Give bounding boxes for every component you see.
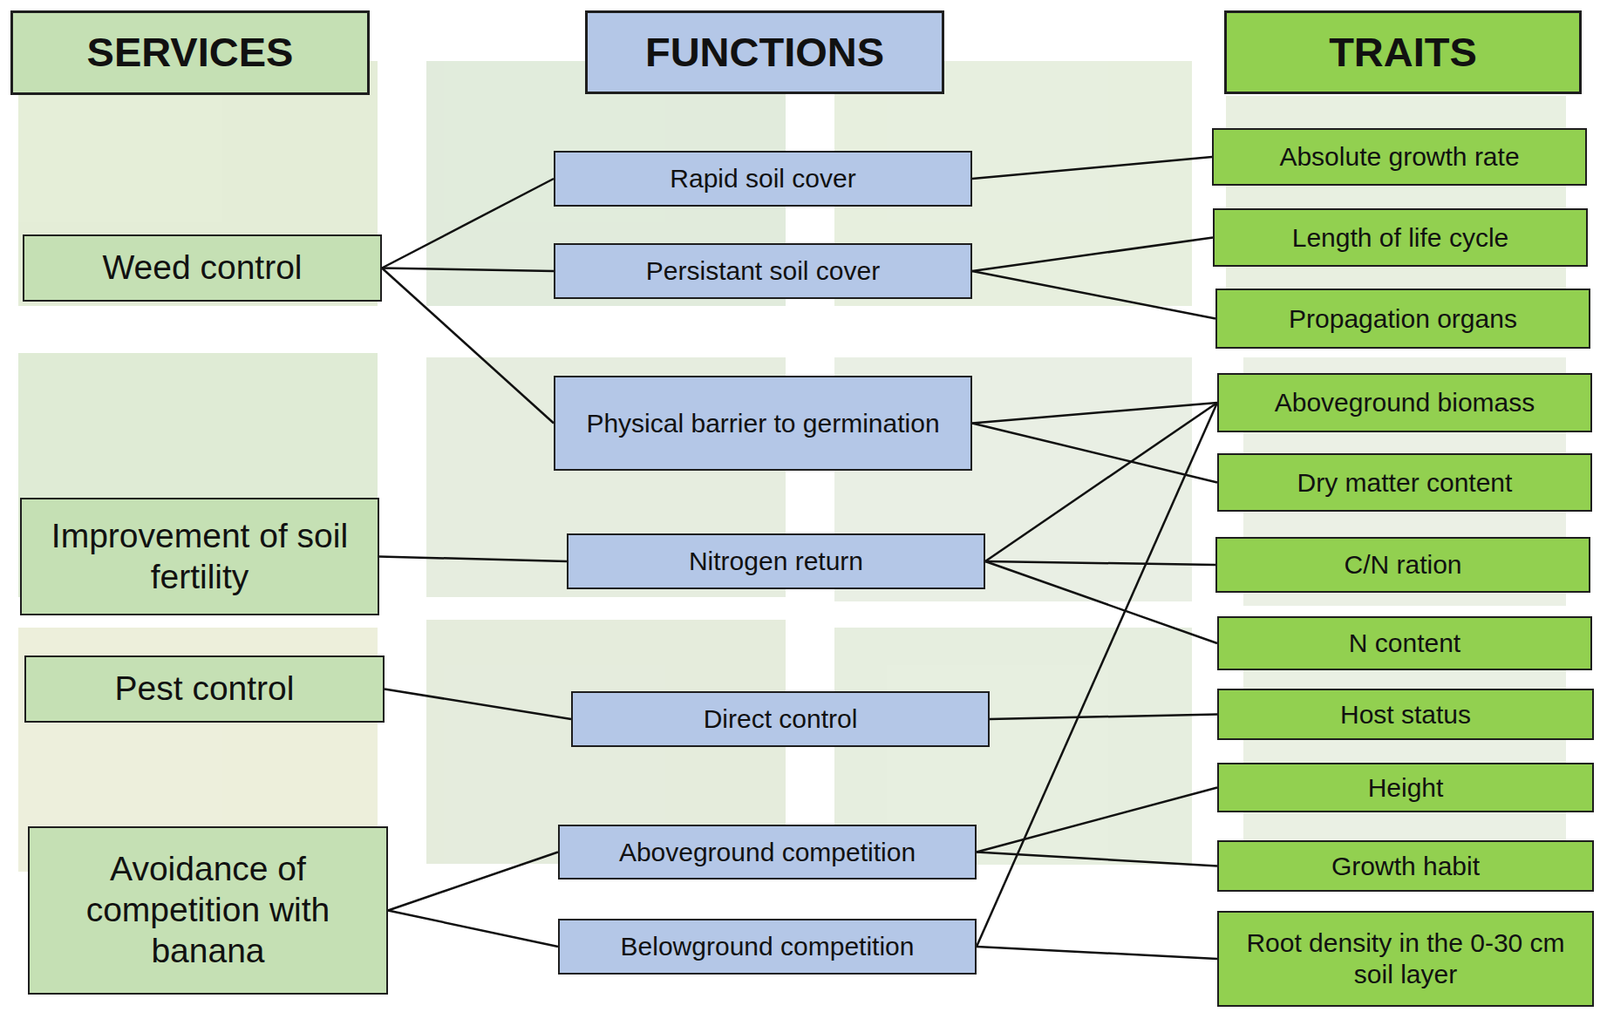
node-label: Host status bbox=[1340, 699, 1471, 731]
connector-line bbox=[976, 402, 1218, 947]
trait-box: Height bbox=[1217, 762, 1594, 813]
node-label: FUNCTIONS bbox=[645, 27, 885, 77]
connector-line bbox=[381, 268, 554, 273]
service-box: Avoidance of competition with banana bbox=[27, 826, 389, 995]
node-label: N content bbox=[1348, 627, 1461, 660]
connector-line bbox=[976, 946, 1218, 960]
service-box: Pest control bbox=[24, 655, 385, 723]
function-box: Belowground competition bbox=[558, 919, 977, 975]
node-label: Improvement of soil fertility bbox=[34, 516, 366, 599]
node-label: Weed control bbox=[102, 247, 302, 289]
connector-line bbox=[388, 911, 559, 948]
node-label: Physical barrier to germination bbox=[585, 408, 940, 440]
function-box: Direct control bbox=[571, 691, 990, 748]
node-label: Aboveground biomass bbox=[1274, 387, 1536, 419]
connector-line bbox=[381, 178, 554, 269]
function-box: Nitrogen return bbox=[566, 533, 986, 590]
connector-line bbox=[989, 714, 1218, 721]
node-label: Avoidance of competition with banana bbox=[41, 849, 375, 972]
trait-box: Root density in the 0-30 cm soil layer bbox=[1217, 911, 1594, 1008]
node-label: Rapid soil cover bbox=[669, 163, 856, 195]
connector-line bbox=[976, 788, 1218, 853]
node-label: C/N ration bbox=[1343, 549, 1462, 581]
function-box: Rapid soil cover bbox=[553, 150, 973, 207]
connector-line bbox=[972, 238, 1213, 273]
function-box: Persistant soil cover bbox=[553, 243, 973, 300]
trait-box: Host status bbox=[1217, 688, 1594, 741]
connector-line bbox=[985, 561, 1218, 644]
trait-box: Length of life cycle bbox=[1212, 208, 1588, 267]
node-label: Persistant soil cover bbox=[646, 255, 880, 287]
connector-line bbox=[388, 852, 559, 912]
connector-line bbox=[381, 268, 554, 424]
trait-box: Aboveground biomass bbox=[1217, 373, 1593, 433]
connector-line bbox=[972, 156, 1212, 179]
trait-box: N content bbox=[1217, 616, 1593, 671]
column-header: FUNCTIONS bbox=[585, 10, 945, 95]
node-label: Pest control bbox=[115, 668, 295, 710]
connector-line bbox=[384, 689, 572, 721]
node-label: Nitrogen return bbox=[688, 545, 864, 578]
trait-box: C/N ration bbox=[1215, 537, 1591, 593]
column-header: SERVICES bbox=[10, 10, 370, 96]
node-label: Growth habit bbox=[1331, 851, 1480, 883]
node-label: Absolute growth rate bbox=[1279, 141, 1519, 173]
node-label: Height bbox=[1368, 772, 1444, 804]
function-box: Physical barrier to germination bbox=[553, 375, 973, 471]
node-label: TRAITS bbox=[1328, 27, 1478, 77]
column-header: TRAITS bbox=[1224, 10, 1582, 95]
trait-box: Dry matter content bbox=[1217, 453, 1593, 512]
connector-line bbox=[972, 271, 1216, 320]
service-box: Weed control bbox=[22, 234, 382, 302]
service-box: Improvement of soil fertility bbox=[20, 497, 380, 616]
node-label: Belowground competition bbox=[620, 931, 915, 963]
node-label: Propagation organs bbox=[1288, 303, 1518, 335]
trait-box: Absolute growth rate bbox=[1211, 128, 1587, 186]
trait-box: Growth habit bbox=[1217, 840, 1594, 892]
connector-line bbox=[379, 557, 567, 563]
node-label: Aboveground competition bbox=[619, 837, 916, 869]
node-label: Dry matter content bbox=[1297, 467, 1513, 499]
node-label: Length of life cycle bbox=[1292, 222, 1509, 254]
node-label: Root density in the 0-30 cm soil layer bbox=[1231, 927, 1580, 991]
connector-line bbox=[972, 402, 1218, 424]
node-label: SERVICES bbox=[87, 27, 294, 77]
trait-box: Propagation organs bbox=[1215, 288, 1591, 349]
connector-line bbox=[985, 561, 1216, 566]
function-box: Aboveground competition bbox=[558, 824, 977, 880]
node-label: Direct control bbox=[703, 703, 858, 736]
connector-line bbox=[972, 423, 1218, 484]
